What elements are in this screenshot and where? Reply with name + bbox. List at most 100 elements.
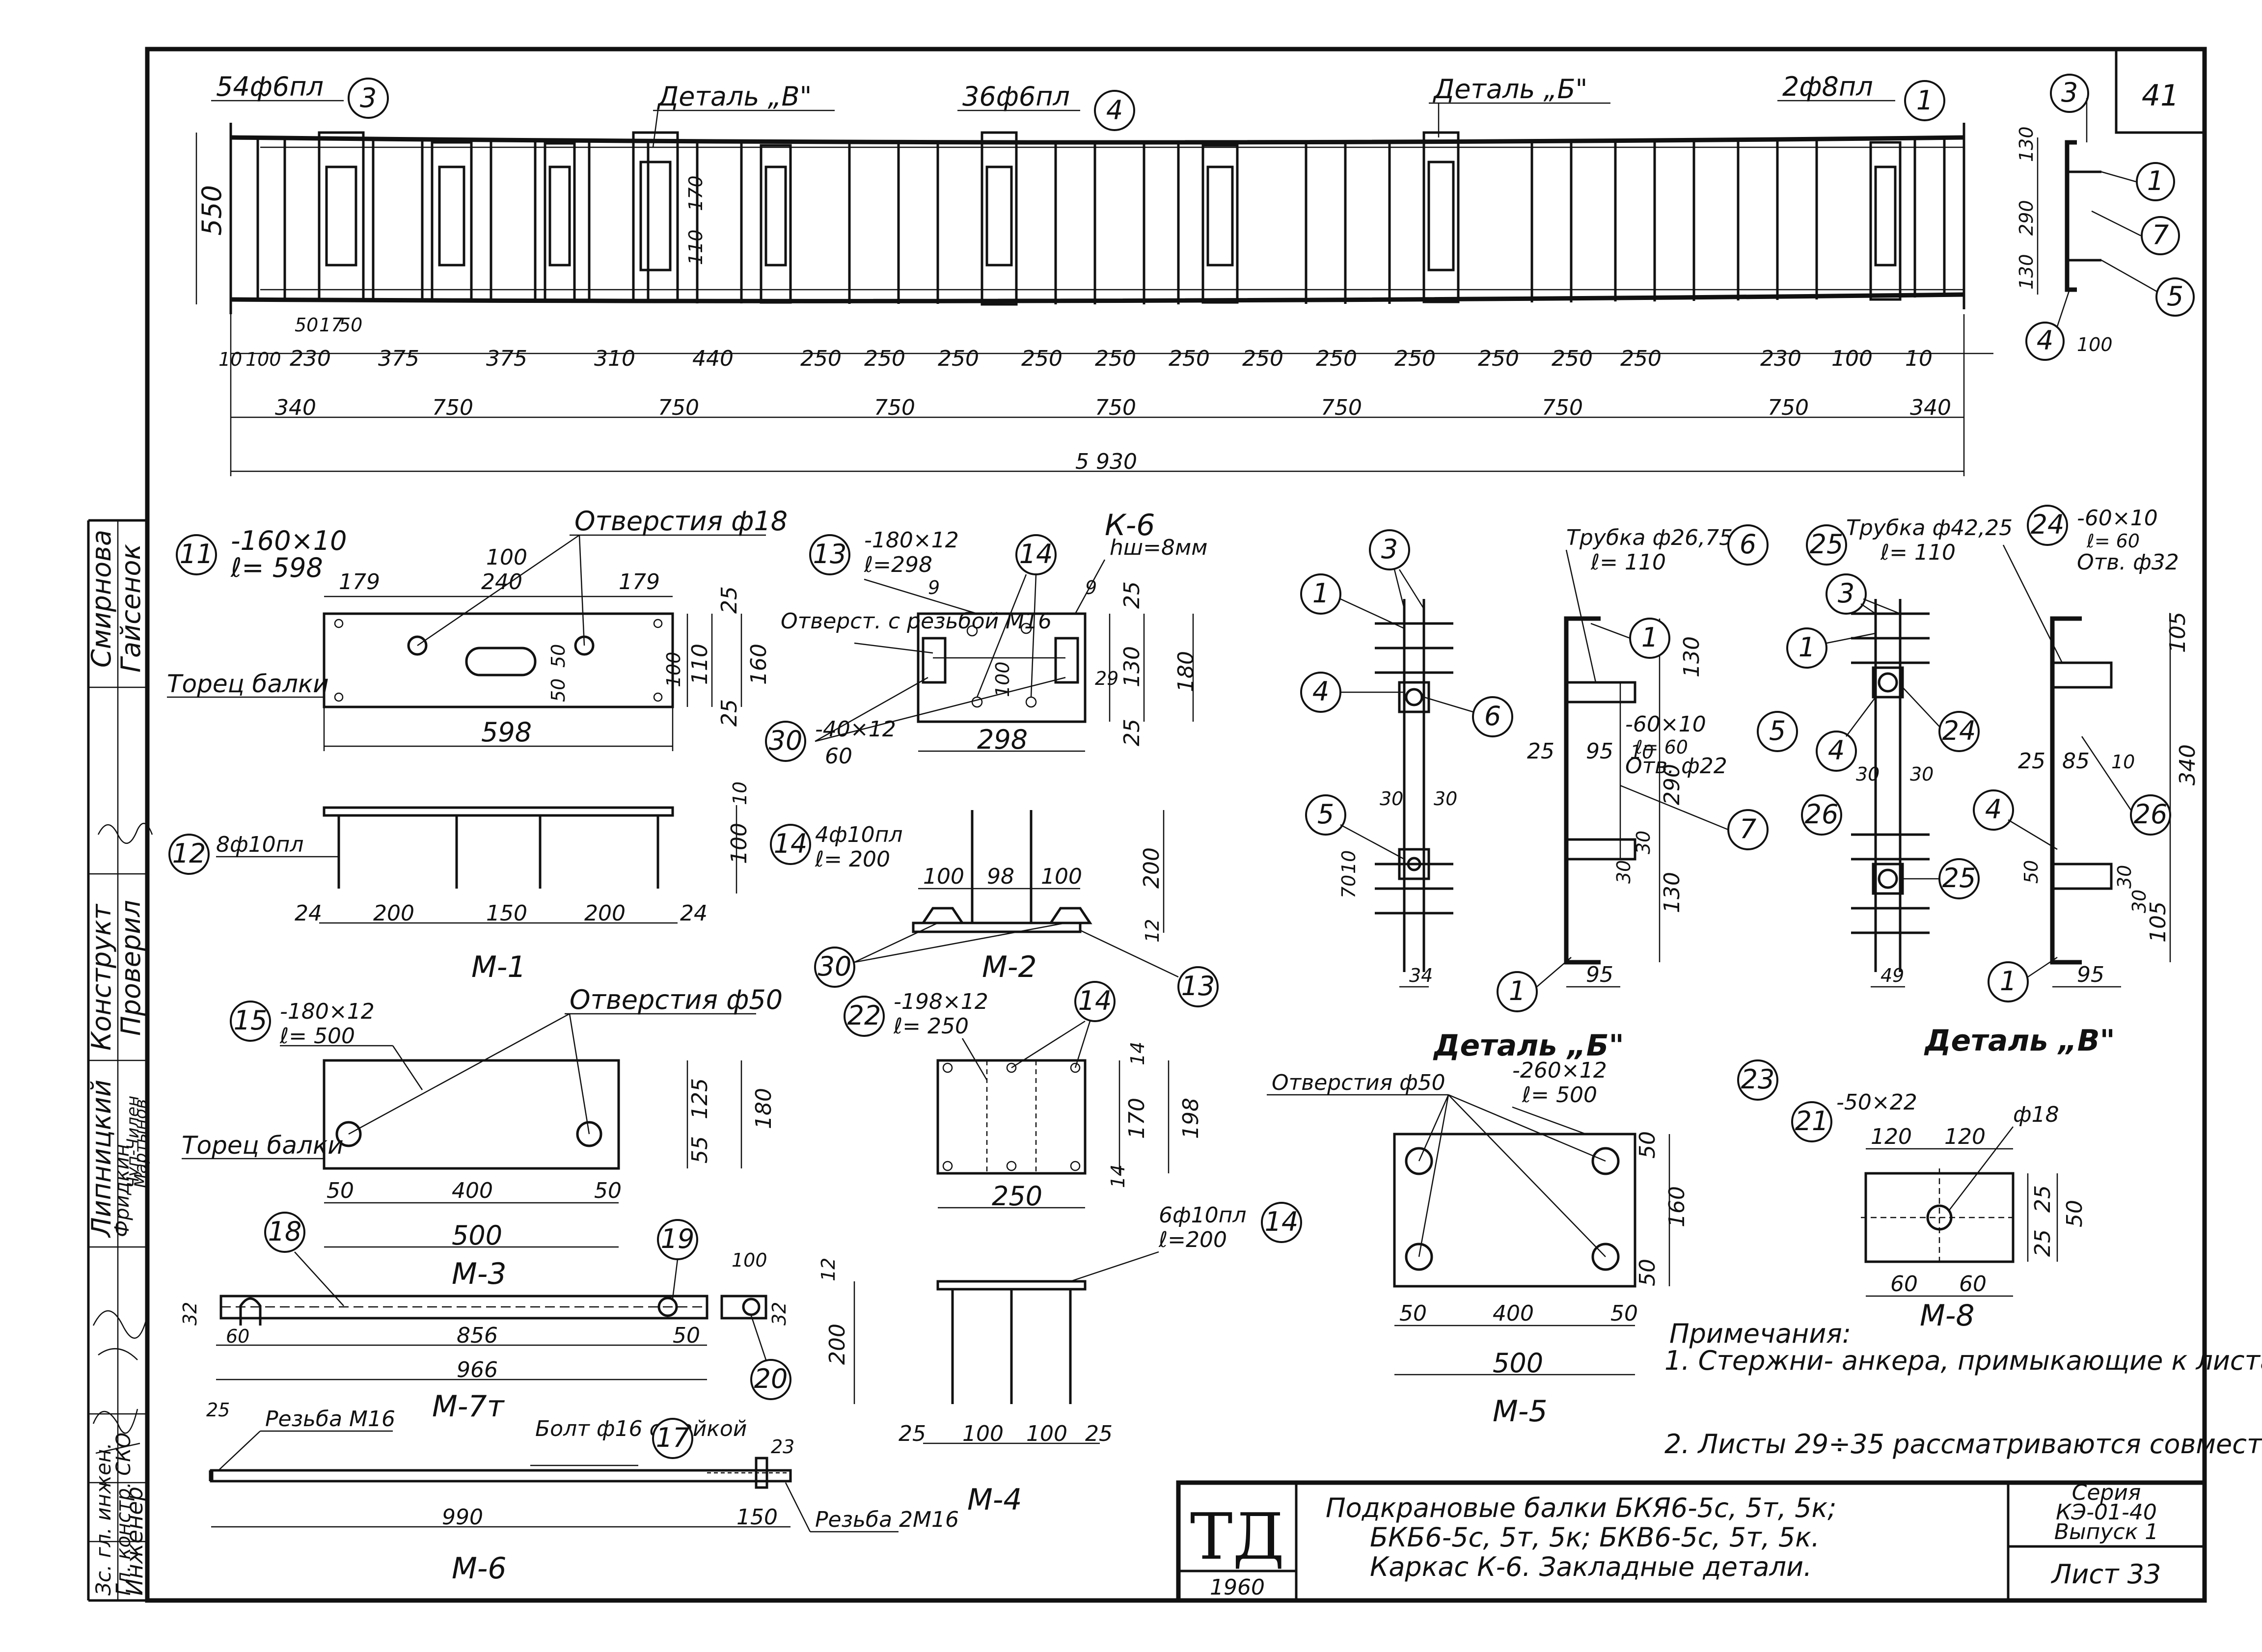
dim: 340 bbox=[1910, 395, 1951, 420]
dim: 180 bbox=[751, 1088, 776, 1129]
dim: 25 bbox=[2030, 1185, 2055, 1213]
dim: 200 bbox=[1139, 847, 1164, 889]
title-block: ТД 1960 Подкрановые балки БКЯ6-5с, 5т, 5… bbox=[1176, 1480, 2207, 1603]
dim: 34 bbox=[1409, 965, 1433, 986]
dim: 95 bbox=[1586, 739, 1613, 764]
plate-spec: -198×12 bbox=[894, 989, 988, 1014]
side-label: Липницкий bbox=[86, 1080, 117, 1238]
plate-length: ℓ= 598 bbox=[230, 552, 323, 583]
dim: 250 bbox=[1169, 346, 1210, 371]
side-labels: Смирнова Гайсенок Конструкт Проверил Лип… bbox=[86, 530, 151, 1596]
dim: 170 bbox=[685, 175, 707, 211]
dim: 60 bbox=[1890, 1272, 1918, 1297]
dim: 29 bbox=[1095, 668, 1118, 689]
dim: 10 bbox=[2111, 751, 2135, 773]
holes-label: Отверстия ф50 bbox=[570, 984, 783, 1015]
side-label: Чуп-Чилен bbox=[123, 1096, 143, 1188]
ref-bubble: 1 bbox=[2000, 966, 2017, 997]
top-label: Деталь „В" bbox=[657, 81, 812, 112]
ref-bubble: 26 bbox=[2134, 799, 2168, 830]
dim: 179 bbox=[619, 569, 660, 595]
ref-bubble: 5 bbox=[1769, 715, 1786, 746]
dim: 500 bbox=[452, 1220, 502, 1251]
ref-bubble: 1 bbox=[1641, 622, 1658, 653]
plate-length: ℓ= 500 bbox=[279, 1024, 355, 1049]
cage-elevation bbox=[229, 123, 1965, 314]
dim: 750 bbox=[1768, 395, 1809, 420]
k6-title: К-6 bbox=[1105, 508, 1155, 542]
dim: 50 bbox=[1635, 1259, 1660, 1286]
plate-length: ℓ= 500 bbox=[1522, 1083, 1597, 1108]
dim: 120 bbox=[1944, 1124, 1986, 1149]
dim: 110 bbox=[687, 644, 712, 685]
dim: 50 bbox=[547, 644, 569, 668]
dim: 400 bbox=[452, 1178, 493, 1203]
plate-spec: -180×12 bbox=[864, 528, 959, 553]
ref-bubble: 30 bbox=[818, 951, 852, 982]
dim: 750 bbox=[658, 395, 699, 420]
dim: 100 bbox=[245, 349, 281, 370]
ref-bubble: 7 bbox=[2152, 219, 2169, 250]
series: КЭ-01-40 bbox=[2056, 1500, 2157, 1525]
dim: 966 bbox=[457, 1357, 498, 1382]
notes: Примечания: 1. Стержни- анкера, примыкаю… bbox=[1664, 1318, 2262, 1460]
dim: 12 bbox=[818, 1258, 839, 1281]
dim: 30 bbox=[1613, 860, 1635, 884]
cage-section: 130 290 130 100 3 1 7 5 4 bbox=[2016, 74, 2195, 361]
dim: 130 bbox=[1679, 636, 1704, 677]
top-labels: 54ф6пл 3 Деталь „В" 36ф6пл 4 Деталь „Б" … bbox=[195, 71, 1945, 304]
ref-bubble: 13 bbox=[1181, 971, 1215, 1002]
dim: 200 bbox=[584, 901, 626, 926]
ref-bubble: 23 bbox=[1741, 1064, 1775, 1095]
dim: 25 bbox=[1119, 719, 1145, 746]
ref-bubble: 14 bbox=[1019, 539, 1053, 569]
bars-spec: 6ф10пл bbox=[1159, 1203, 1247, 1228]
dim: 150 bbox=[486, 901, 527, 926]
dim: 14 bbox=[1127, 1042, 1148, 1065]
dim: 30 bbox=[2114, 865, 2135, 889]
dim: 340 bbox=[275, 395, 316, 420]
dim: 130 bbox=[1660, 872, 1685, 913]
end-label: Торец балки bbox=[167, 670, 329, 698]
dim: 375 bbox=[378, 346, 419, 371]
hole-spec: ф18 bbox=[2013, 1102, 2059, 1127]
dim: 50 bbox=[594, 1178, 622, 1203]
plate-length: ℓ= 60 bbox=[2086, 530, 2140, 552]
dim: 200 bbox=[373, 901, 414, 926]
plate-spec: -50×22 bbox=[1836, 1090, 1917, 1115]
dim: 250 bbox=[1552, 346, 1593, 371]
ref-bubble: 25 bbox=[1942, 863, 1976, 894]
dim: 25 bbox=[2030, 1229, 2055, 1257]
holes-label: Отверстия ф50 bbox=[1272, 1070, 1445, 1095]
dim: 375 bbox=[486, 346, 527, 371]
part-plate-22: 22 -198×12 ℓ= 250 14 14 170 198 14 250 bbox=[844, 981, 1203, 1212]
ref-bubble: 4 bbox=[2037, 325, 2053, 356]
dim: 17 bbox=[319, 314, 343, 336]
weld-spec: hш=8мм bbox=[1110, 535, 1207, 560]
dim: 180 bbox=[1173, 651, 1199, 692]
ref-bubble: 30 bbox=[769, 725, 803, 756]
bars-length: ℓ= 200 bbox=[815, 847, 890, 872]
side-label: Мартынов bbox=[131, 1099, 151, 1188]
ref-bubble: 5 bbox=[1317, 799, 1334, 830]
dim: 50 bbox=[327, 1178, 354, 1203]
dim: 50 bbox=[2062, 1200, 2087, 1227]
signatures bbox=[92, 823, 153, 1454]
stirrups bbox=[256, 138, 1946, 304]
bars-length: ℓ=200 bbox=[1158, 1227, 1227, 1252]
ref-bubble: 6 bbox=[1484, 701, 1501, 731]
ref-bubble: 1 bbox=[1916, 85, 1933, 116]
dim: 10 bbox=[729, 782, 751, 805]
dim: 750 bbox=[1095, 395, 1136, 420]
side-label: Зс. гл. инжен. bbox=[91, 1442, 115, 1596]
sheet-number: 41 bbox=[2142, 79, 2179, 113]
dim: 14 bbox=[1107, 1165, 1129, 1188]
tube-length: ℓ= 110 bbox=[1590, 550, 1666, 575]
year: 1960 bbox=[1210, 1575, 1265, 1600]
dim: 250 bbox=[938, 346, 979, 371]
tube-spec: Трубка ф26,75 bbox=[1566, 525, 1733, 550]
sheet-label: Лист 33 bbox=[2051, 1559, 2161, 1590]
dim: 50 bbox=[673, 1323, 700, 1348]
ref-bubble: 22 bbox=[847, 1000, 881, 1031]
